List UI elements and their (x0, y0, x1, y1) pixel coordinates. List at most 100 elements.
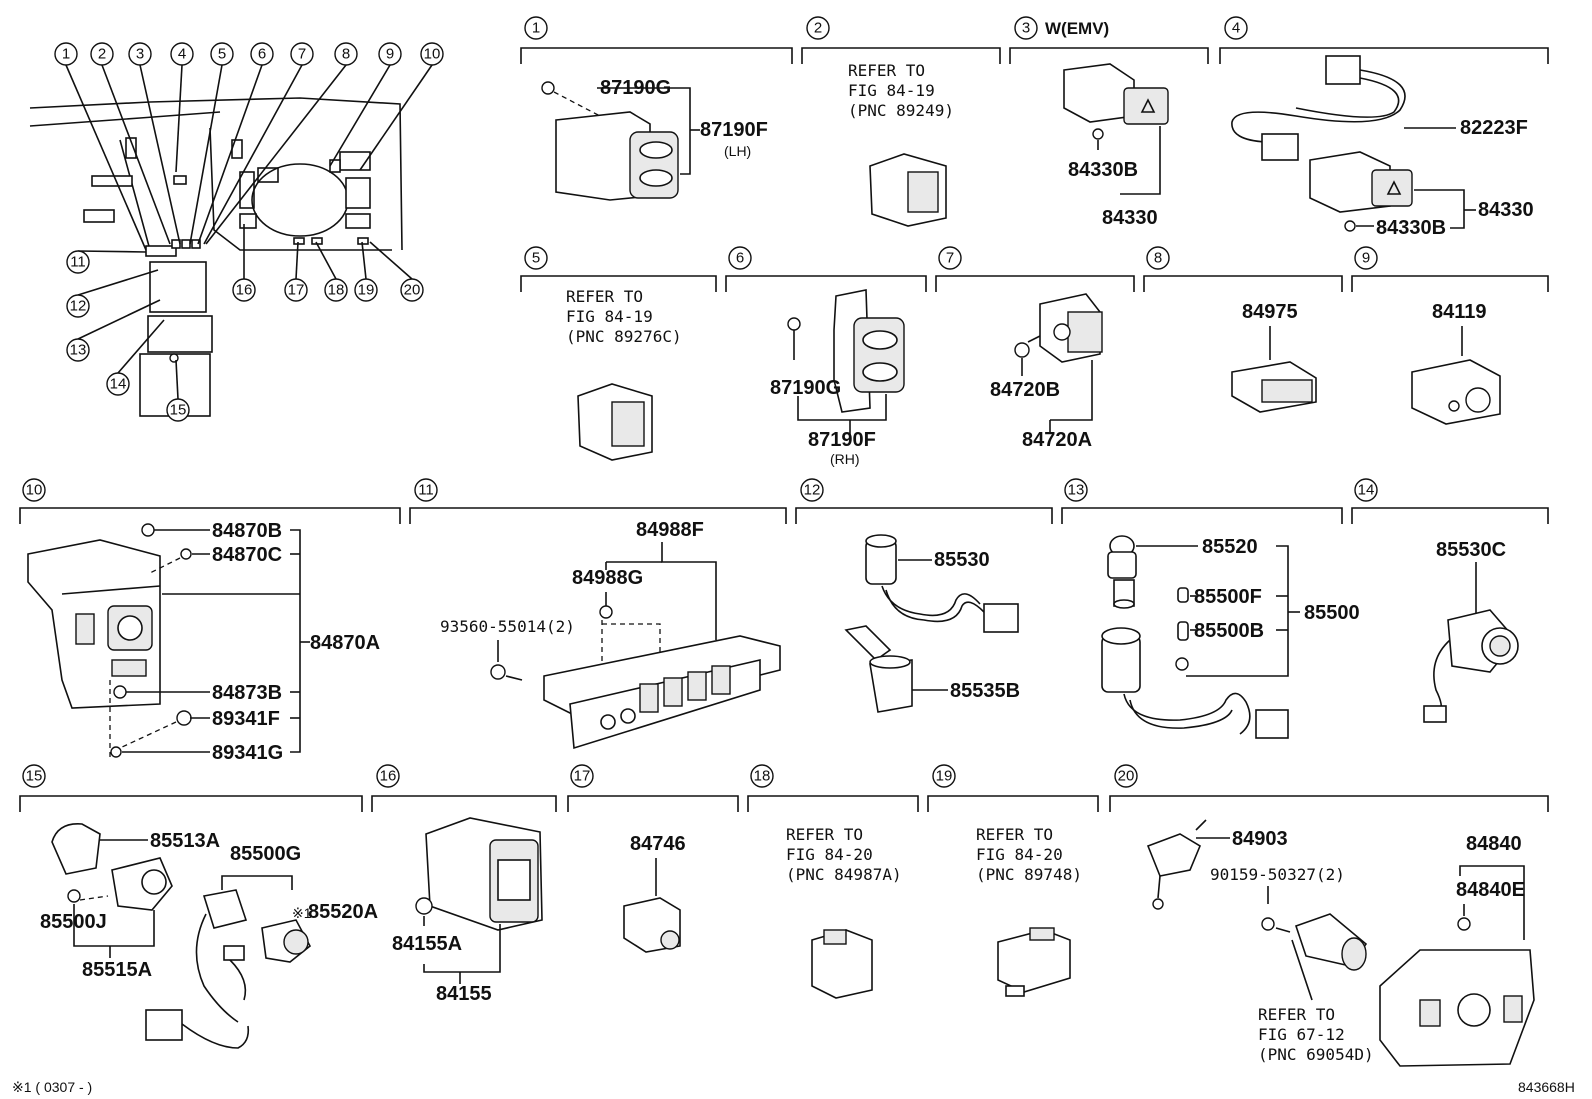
part-90159-50327: 90159-50327(2) (1210, 865, 1345, 884)
callout-leader-12 (77, 269, 159, 296)
part-84720B: 84720B (990, 379, 1060, 401)
callout-label-16: 16 (236, 282, 253, 299)
section-13: 85520 85500F 85500B 85500 (1101, 535, 1360, 739)
section-8: 84975 (1231, 301, 1317, 413)
section-18: REFER TO FIG 84-20 (PNC 84987A) (786, 825, 902, 999)
callout-leader-8 (205, 64, 347, 245)
callout-circle-15 (166, 398, 190, 422)
callout-circle-5 (210, 42, 234, 66)
part-84975: 84975 (1242, 301, 1298, 323)
part-85520: 85520 (1202, 536, 1258, 558)
svg-text:18: 18 (754, 768, 771, 785)
callout-leader-19 (361, 241, 367, 280)
callout-label-7: 7 (298, 46, 306, 63)
section-number-13: 13 (1064, 478, 1088, 502)
part-85500F: 85500F (1194, 586, 1262, 608)
callout-label-2: 2 (98, 46, 106, 63)
svg-text:11: 11 (418, 482, 434, 499)
callout-circle-2 (90, 42, 114, 66)
section-number-19: 19 (932, 764, 956, 788)
section-5-ref-line2: FIG 84-19 (566, 307, 653, 326)
callout-circle-7 (290, 42, 314, 66)
svg-text:7: 7 (946, 250, 954, 267)
part-85515A: 85515A (82, 959, 152, 981)
part-87190G-s6: 87190G (770, 377, 841, 399)
callout-label-11: 11 (70, 254, 86, 271)
part-84870B: 84870B (212, 520, 282, 542)
sensor-icon (1146, 833, 1202, 877)
section-9: 84119 (1411, 301, 1501, 425)
lighter-ring-icon (51, 823, 101, 875)
callout-circle-13 (66, 338, 90, 362)
svg-text:15: 15 (26, 768, 43, 785)
svg-text:13: 13 (1068, 482, 1085, 499)
callout-leader-10 (359, 64, 433, 171)
screw-icon (541, 81, 555, 95)
callout-leader-1 (65, 64, 147, 251)
diagram-id: 843668H (1518, 1079, 1575, 1095)
part-89341G: 89341G (212, 742, 283, 764)
callout-leader-2 (101, 64, 171, 245)
section-18-ref-line3: (PNC 84987A) (786, 865, 902, 884)
section-7: 84720B 84720A (990, 293, 1103, 451)
part-84870C: 84870C (212, 544, 282, 566)
section-19-ref-line3: (PNC 89748) (976, 865, 1082, 884)
svg-text:1: 1 (532, 20, 540, 37)
svg-text:3: 3 (1022, 20, 1030, 37)
callout-label-13: 13 (70, 342, 87, 359)
callout-circle-10 (420, 42, 444, 66)
svg-text:10: 10 (26, 482, 43, 499)
svg-text:16: 16 (380, 768, 397, 785)
part-84873B: 84873B (212, 682, 282, 704)
part-85500: 85500 (1304, 602, 1360, 624)
callout-label-14: 14 (110, 376, 127, 393)
callout-circle-14 (106, 372, 130, 396)
callout-circle-8 (334, 42, 358, 66)
callout-circle-17 (284, 278, 308, 302)
callout-label-8: 8 (342, 46, 350, 63)
callout-label-17: 17 (288, 282, 305, 299)
part-87190F-s6: 87190F (808, 429, 876, 451)
callout-circle-20 (400, 278, 424, 302)
part-84903: 84903 (1232, 828, 1288, 850)
callout-leader-6 (197, 64, 263, 245)
section-5-ref-line1: REFER TO (566, 287, 643, 306)
section-number-17: 17 (570, 764, 594, 788)
part-84119: 84119 (1432, 301, 1487, 323)
section-5: REFER TO FIG 84-19 (PNC 89276C) (566, 287, 682, 461)
section-number-4: 4 (1224, 16, 1248, 40)
callout-label-9: 9 (386, 46, 394, 63)
part-93560-55014: 93560-55014(2) (440, 617, 575, 636)
svg-text:17: 17 (574, 768, 591, 785)
section-20-ref-line1: REFER TO (1258, 1005, 1335, 1024)
section-20-ref-line2: FIG 67-12 (1258, 1025, 1345, 1044)
section-17: 84746 (623, 833, 686, 953)
section-number-16: 16 (376, 764, 400, 788)
svg-text:9: 9 (1362, 250, 1370, 267)
section-number-20: 20 (1114, 764, 1138, 788)
svg-text:19: 19 (936, 768, 953, 785)
callout-leader-3 (139, 64, 181, 245)
section-1: 87190G 87190F (LH) (541, 77, 768, 201)
callout-label-19: 19 (358, 282, 375, 299)
section-number-5: 5 (524, 246, 548, 270)
section-4: 82223F 84330 84330B (1231, 55, 1534, 239)
svg-text:6: 6 (736, 250, 744, 267)
svg-text:5: 5 (532, 250, 540, 267)
callout-circle-6 (250, 42, 274, 66)
callout-label-20: 20 (404, 282, 421, 299)
callout-leader-15 (175, 359, 179, 400)
section-number-8: 8 (1146, 246, 1170, 270)
section-number-15: 15 (22, 764, 46, 788)
callout-circle-19 (354, 278, 378, 302)
part-85535B: 85535B (950, 680, 1020, 702)
callout-leader-9 (329, 64, 391, 167)
callout-label-4: 4 (178, 46, 186, 63)
section-18-ref-line2: FIG 84-20 (786, 845, 873, 864)
svg-text:20: 20 (1118, 768, 1135, 785)
section-number-3: 3 (1014, 16, 1038, 40)
section-14: 85530C (1423, 539, 1519, 723)
section-6: 87190G 87190F (RH) (770, 289, 905, 467)
section-number-11: 11 (414, 478, 438, 502)
part-84746: 84746 (630, 833, 686, 855)
